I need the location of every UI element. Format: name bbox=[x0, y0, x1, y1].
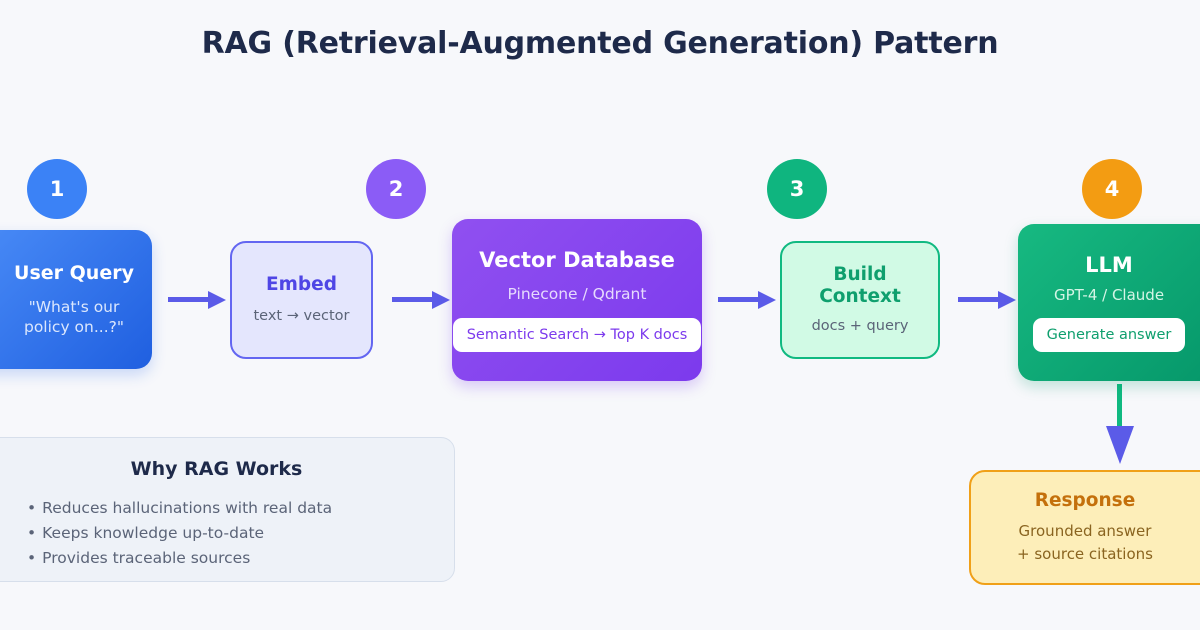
step-badge-2-label: 2 bbox=[388, 177, 404, 201]
node-vector-database[interactable]: Vector Database Pinecone / Qdrant Semant… bbox=[452, 219, 702, 381]
node-user-query[interactable]: User Query "What's our policy on...?" bbox=[0, 230, 152, 369]
node-build-context-title: Build Context bbox=[819, 264, 901, 308]
node-vector-database-title: Vector Database bbox=[479, 248, 675, 273]
why-rag-works-bullet-3: • Provides traceable sources bbox=[27, 546, 428, 571]
arrow-right-icon-3 bbox=[718, 291, 776, 309]
arrow-head bbox=[998, 291, 1016, 309]
bullet-dot-icon: • bbox=[27, 524, 37, 543]
step-badge-3-label: 3 bbox=[789, 177, 805, 201]
node-user-query-subtitle: "What's our policy on...?" bbox=[24, 297, 124, 337]
step-badge-1: 1 bbox=[27, 159, 87, 219]
node-embed-subtitle: text → vector bbox=[253, 308, 350, 325]
node-llm-subtitle: GPT-4 / Claude bbox=[1053, 285, 1165, 304]
arrow-shaft bbox=[1117, 384, 1122, 432]
arrow-shaft bbox=[718, 297, 758, 302]
node-build-context-title-line2: Context bbox=[819, 286, 901, 308]
arrow-shaft bbox=[392, 297, 432, 302]
page-title: RAG (Retrieval-Augmented Generation) Pat… bbox=[201, 26, 999, 61]
arrow-head bbox=[208, 291, 226, 309]
arrow-shaft bbox=[168, 297, 208, 302]
arrow-head bbox=[432, 291, 450, 309]
step-badge-3: 3 bbox=[767, 159, 827, 219]
arrow-down-icon bbox=[1106, 384, 1134, 468]
node-user-query-subtitle-line1: "What's our bbox=[28, 297, 120, 316]
node-user-query-title: User Query bbox=[14, 262, 134, 285]
node-vector-database-subtitle: Pinecone / Qdrant bbox=[507, 284, 647, 303]
step-badge-2: 2 bbox=[366, 159, 426, 219]
node-response[interactable]: Response Grounded answer + source citati… bbox=[969, 470, 1200, 585]
node-build-context[interactable]: Build Context docs + query bbox=[780, 241, 940, 359]
step-badge-1-label: 1 bbox=[49, 177, 65, 201]
why-rag-works-bullet-1: • Reduces hallucinations with real data bbox=[27, 496, 428, 521]
node-llm-title: LLM bbox=[1085, 252, 1133, 277]
node-llm[interactable]: LLM GPT-4 / Claude Generate answer bbox=[1018, 224, 1200, 381]
node-vector-database-pill[interactable]: Semantic Search → Top K docs bbox=[452, 317, 702, 352]
node-embed-title: Embed bbox=[266, 273, 337, 295]
node-response-subtitle: Grounded answer + source citations bbox=[1017, 520, 1153, 565]
arrow-right-icon-2 bbox=[392, 291, 450, 309]
why-rag-works-bullet-3-text: Provides traceable sources bbox=[42, 549, 251, 568]
arrow-head bbox=[758, 291, 776, 309]
why-rag-works-bullet-1-text: Reduces hallucinations with real data bbox=[42, 499, 333, 517]
why-rag-works-panel: Why RAG Works • Reduces hallucinations wi… bbox=[0, 437, 455, 582]
why-rag-works-bullet-2-text: Keeps knowledge up-to-date bbox=[42, 524, 265, 543]
bullet-dot-icon: • bbox=[27, 549, 37, 568]
node-response-subtitle-line2: + source citations bbox=[1017, 544, 1153, 563]
step-badge-4: 4 bbox=[1082, 159, 1142, 219]
node-response-title: Response bbox=[1034, 489, 1136, 511]
node-llm-pill[interactable]: Generate answer bbox=[1032, 318, 1186, 353]
node-response-subtitle-line1: Grounded answer bbox=[1018, 522, 1152, 541]
arrow-shaft bbox=[958, 297, 998, 302]
arrow-head bbox=[1106, 426, 1134, 464]
why-rag-works-bullet-2: • Keeps knowledge up-to-date bbox=[27, 521, 428, 546]
arrow-right-icon-4 bbox=[958, 291, 1016, 309]
node-user-query-subtitle-line2: policy on...?" bbox=[23, 317, 124, 336]
step-badge-4-label: 4 bbox=[1104, 177, 1120, 201]
why-rag-works-title: Why RAG Works bbox=[130, 458, 303, 480]
arrow-right-icon-1 bbox=[168, 291, 226, 309]
bullet-dot-icon: • bbox=[27, 499, 37, 517]
node-build-context-subtitle: docs + query bbox=[811, 317, 909, 334]
node-embed[interactable]: Embed text → vector bbox=[230, 241, 373, 359]
node-build-context-title-line1: Build bbox=[833, 264, 887, 286]
